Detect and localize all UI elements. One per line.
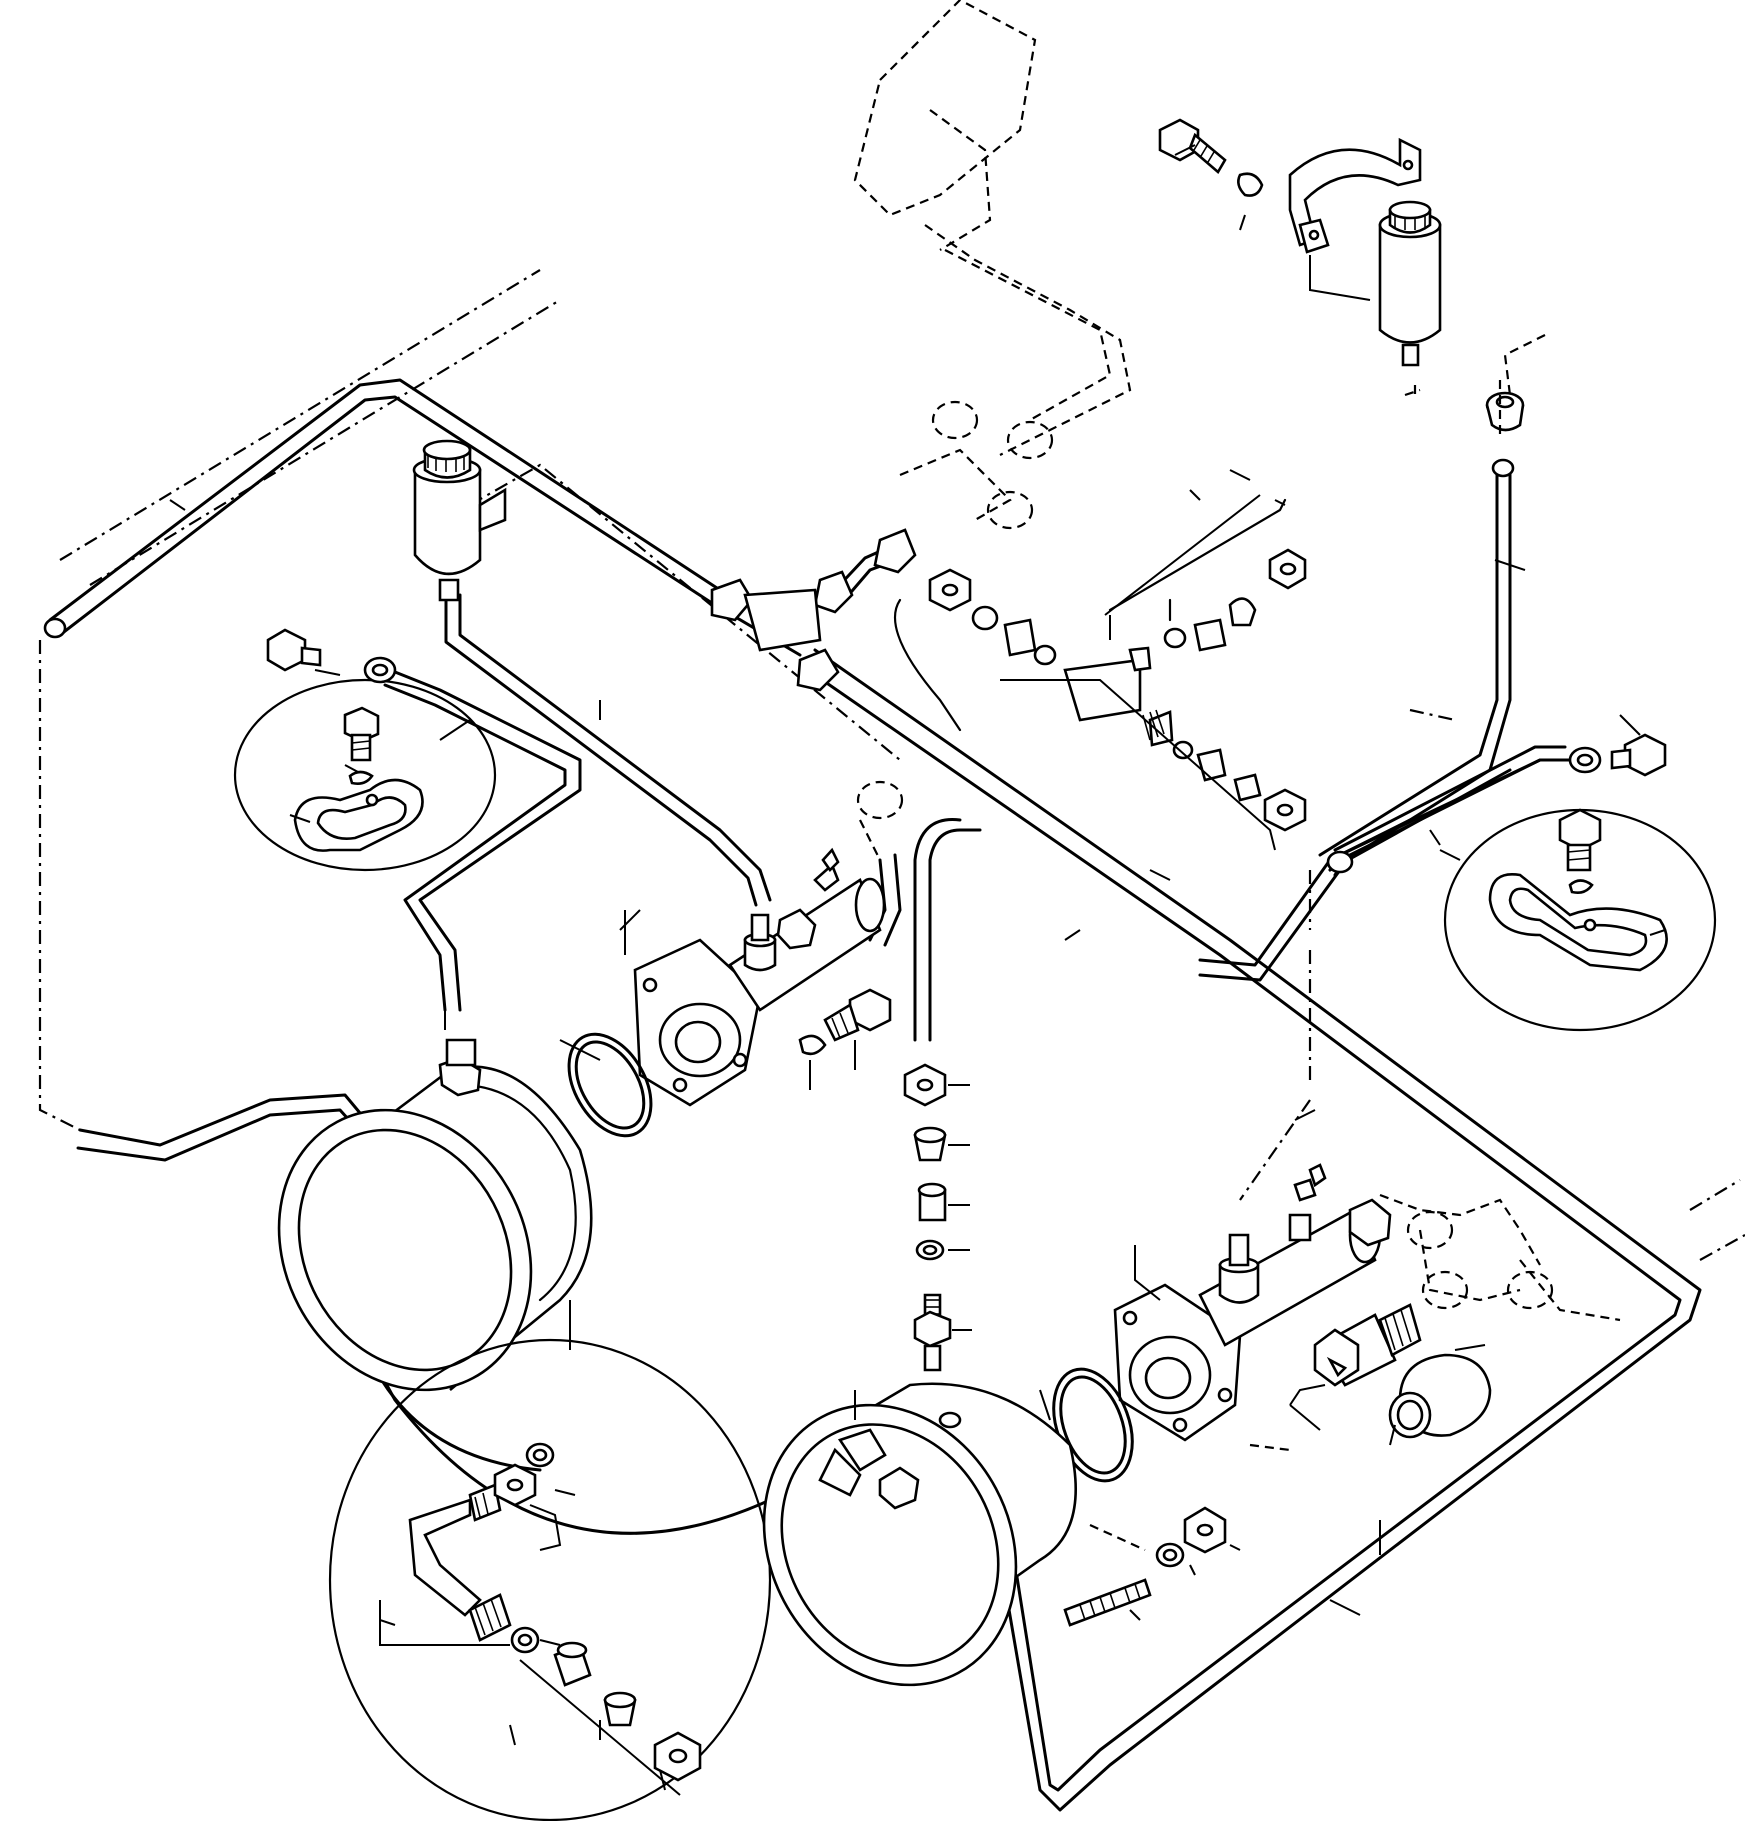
part-leader-lines — [170, 145, 1525, 1615]
plug-left — [800, 990, 890, 1090]
stud-bolt — [1065, 1508, 1240, 1625]
banjo-bolt-right — [1570, 715, 1665, 775]
union-fitting-stack-upper — [895, 495, 1305, 850]
brake-fluid-reservoir-left — [414, 441, 505, 600]
banjo-bolt-left — [268, 630, 395, 682]
union-fitting-callout-left — [330, 1340, 770, 1820]
hidden-upper-assembly — [855, 0, 1620, 1450]
dust-boot — [1390, 1355, 1490, 1445]
reservoir-mounting-bracket — [1290, 140, 1420, 300]
bracket-bolt — [1160, 120, 1262, 196]
brake-booster-left — [231, 1040, 591, 1434]
master-cylinder-right — [1115, 1165, 1390, 1440]
pipe-clamp-right-detail — [1440, 810, 1715, 1030]
master-cylinder-left — [625, 850, 884, 1105]
o-ring-left — [552, 1020, 668, 1150]
union-fitting-stack-center — [905, 1065, 972, 1370]
pipe-clamp-left-detail — [235, 680, 495, 870]
tee-fitting — [712, 530, 915, 690]
frame-outline — [40, 270, 1745, 1260]
valve-assembly-right — [1290, 1305, 1485, 1430]
brake-fluid-reservoir-right — [1380, 202, 1440, 365]
brake-booster-right — [716, 1361, 1076, 1730]
grommet — [1415, 380, 1523, 440]
